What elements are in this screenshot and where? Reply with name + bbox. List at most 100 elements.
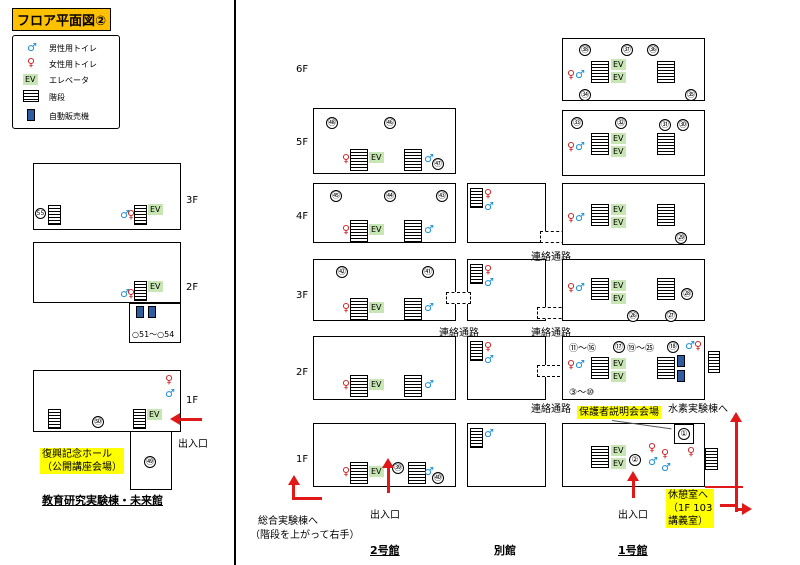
elevator-icon: EV bbox=[611, 293, 626, 304]
female-toilet-icon: ♀ bbox=[342, 223, 351, 236]
entrance-arrow-head bbox=[627, 471, 639, 481]
male-toilet-icon: ♂ bbox=[575, 358, 585, 371]
entrance-arrow bbox=[178, 418, 202, 421]
stairs-icon bbox=[470, 264, 483, 284]
legend: ♂ 男性用トイレ ♀ 女性用トイレ EV エレベータ 階段 自動販売機 bbox=[12, 35, 120, 129]
room-37-label: ㊲ bbox=[621, 44, 633, 56]
legend-male-label: 男性用トイレ bbox=[49, 44, 97, 53]
male-toilet-icon: ♂ bbox=[685, 339, 695, 352]
suiso-arrow-v bbox=[735, 421, 738, 505]
male-toilet-icon: ♂ bbox=[424, 152, 434, 165]
female-toilet-icon: ♀ bbox=[567, 140, 576, 153]
room-35-label: ㉟ bbox=[685, 89, 697, 101]
elevator-icon: EV bbox=[369, 466, 384, 477]
stairs-icon bbox=[48, 409, 61, 429]
elevator-icon: EV bbox=[369, 302, 384, 313]
b1-side-line bbox=[705, 486, 743, 488]
sogo-label: 総合実験棟へ bbox=[258, 516, 318, 527]
female-toilet-icon: ♀ bbox=[484, 340, 493, 353]
male-toilet-icon: ♂ bbox=[424, 223, 434, 236]
room-29-label: ㉙ bbox=[675, 232, 687, 244]
sogo-arrow-h bbox=[292, 497, 322, 500]
entrance-label: 出入口 bbox=[370, 510, 400, 521]
female-toilet-icon: ♀ bbox=[127, 287, 136, 300]
room-43-label: ㊸ bbox=[436, 190, 448, 202]
male-toilet-icon: ♂ bbox=[120, 208, 130, 221]
room-33-label: ㉝ bbox=[571, 117, 583, 129]
female-toilet-icon: ♀ bbox=[342, 152, 351, 165]
room-32-label: ㉜ bbox=[615, 117, 627, 129]
stairs-icon bbox=[350, 220, 368, 242]
floor-label: 1F bbox=[296, 454, 309, 465]
floor-label: 5F bbox=[296, 137, 309, 148]
b2-2f-box: ♀ EV ♂ bbox=[313, 336, 456, 400]
connector-2f-dashed bbox=[537, 365, 565, 377]
entrance-arrow bbox=[632, 480, 635, 498]
stairs-icon bbox=[404, 220, 422, 242]
floor-label: 3F bbox=[296, 290, 309, 301]
male-toilet-icon: ♂ bbox=[575, 140, 585, 153]
room-42-label: ㊷ bbox=[336, 266, 348, 278]
room-39-label: ㊴ bbox=[392, 462, 404, 474]
male-toilet-icon: ♂ bbox=[424, 301, 434, 314]
stairs-icon bbox=[657, 61, 675, 83]
room-51-54-label: ○51～○54 bbox=[132, 330, 175, 339]
connector-3f-left-label: 連絡通路 bbox=[439, 328, 479, 339]
room-2-label: ② bbox=[629, 454, 641, 466]
stairs-icon bbox=[657, 357, 675, 379]
room-11-16-label: ⑪～⑯ bbox=[569, 344, 597, 354]
stairs-icon bbox=[404, 375, 422, 397]
elevator-icon: EV bbox=[369, 224, 384, 235]
floor-label: 2F bbox=[296, 367, 309, 378]
kyukei-arrow-head bbox=[742, 503, 752, 515]
room-18-label: ⑱ bbox=[667, 341, 679, 353]
vending-machine-icon bbox=[677, 370, 685, 382]
female-toilet-icon: ♀ bbox=[694, 339, 703, 352]
room-45-label: ㊺ bbox=[330, 190, 342, 202]
elevator-icon: EV bbox=[611, 445, 626, 456]
elevator-icon: EV bbox=[611, 458, 626, 469]
legend-vending-label: 自動販売機 bbox=[49, 112, 89, 121]
stairs-icon bbox=[591, 61, 609, 83]
stairs-icon bbox=[404, 298, 422, 320]
male-toilet-icon: ♂ bbox=[484, 276, 494, 289]
connector-4f-label: 連絡通路 bbox=[531, 252, 571, 263]
female-toilet-icon: ♀ bbox=[484, 263, 493, 276]
female-toilet-icon: ♀ bbox=[567, 211, 576, 224]
vending-machine-icon bbox=[136, 306, 144, 318]
male-toilet-icon: ♂ bbox=[648, 455, 658, 468]
elevator-icon: EV bbox=[611, 358, 626, 369]
room-30-label: ㉚ bbox=[677, 119, 689, 131]
b1-2f-box: ⑪～⑯ ⑰ ⑲～㉕ ⑱ ♂ ♀ ♀ ♂ EV EV ③～⑩ bbox=[562, 336, 705, 400]
divider-line bbox=[234, 0, 236, 565]
elevator-icon: EV bbox=[369, 152, 384, 163]
stairs-icon bbox=[657, 133, 675, 155]
stairs-icon bbox=[470, 341, 483, 361]
building-annex-name: 別館 bbox=[494, 544, 516, 557]
room-28-label: ㉘ bbox=[681, 288, 693, 300]
female-toilet-icon: ♀ bbox=[567, 281, 576, 294]
building-left-name: 教育研究実験棟・未来館 bbox=[42, 494, 163, 507]
b2-3f-box: ㊷ ㊶ ♀ EV ♂ bbox=[313, 259, 456, 321]
kyukei-label: 休憩室へ （1F 103 講義室） bbox=[666, 489, 715, 528]
entrance-arrow bbox=[387, 467, 390, 493]
room-40-label: ㊵ bbox=[432, 472, 444, 484]
male-toilet-icon: ♂ bbox=[424, 465, 434, 478]
room-31-label: ㉛ bbox=[659, 119, 671, 131]
female-toilet-icon: ♀ bbox=[567, 358, 576, 371]
left-1f-box: ♀ ♂ ㊿ EV bbox=[33, 370, 181, 432]
female-toilet-icon: ♀ bbox=[342, 378, 351, 391]
room-19-25-label: ⑲～㉕ bbox=[627, 344, 655, 354]
male-toilet-icon: ♂ bbox=[165, 387, 175, 400]
stairs-icon bbox=[708, 351, 720, 373]
elevator-icon: EV bbox=[611, 72, 626, 83]
stairs-icon bbox=[133, 409, 146, 429]
stairs-icon bbox=[591, 133, 609, 155]
elevator-icon: EV bbox=[611, 133, 626, 144]
b1-4f-box: ♀ ♂ EV EV ㉙ bbox=[562, 183, 705, 245]
left-2f-annex: ○51～○54 bbox=[129, 303, 181, 343]
stairs-icon bbox=[705, 448, 718, 470]
elevator-icon: EV bbox=[611, 204, 626, 215]
stairs-icon bbox=[350, 298, 368, 320]
vending-machine-icon bbox=[148, 306, 156, 318]
